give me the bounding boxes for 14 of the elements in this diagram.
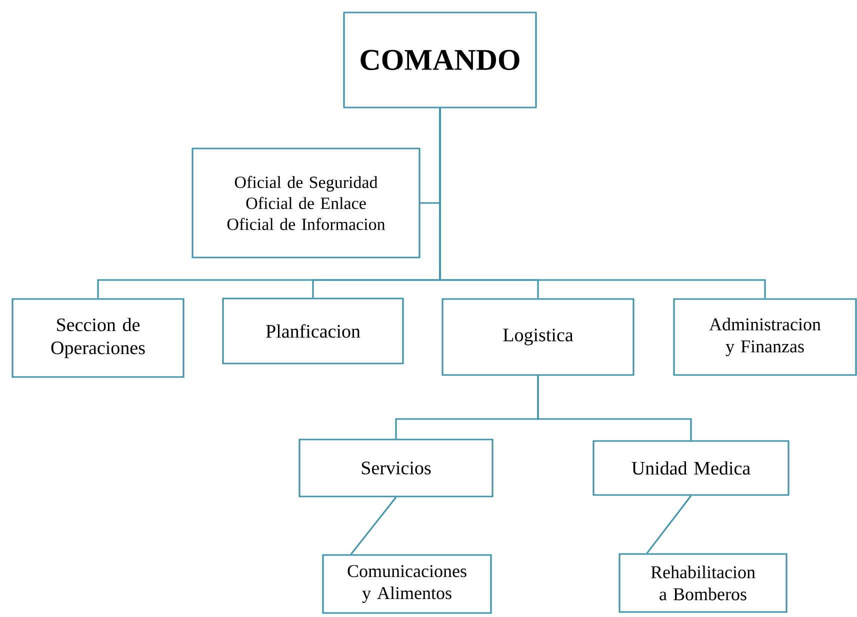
org-box: Seccion de Operaciones	[12, 298, 184, 378]
connector-line	[537, 376, 692, 440]
org-box: Oficial de Seguridad Oficial de Enlace Oficial de Informacion	[192, 148, 420, 258]
org-box: Servicios	[298, 438, 494, 498]
connector-line	[646, 495, 692, 554]
org-box: COMANDO	[343, 12, 537, 108]
org-box: Unidad Medica	[592, 440, 790, 496]
connector-line	[350, 496, 397, 555]
org-box: Administracion y Finanzas	[673, 298, 857, 376]
org-box: Logistica	[442, 298, 634, 376]
connector-line	[439, 108, 766, 298]
org-box: Rehabilitacion a Bomberos	[618, 553, 788, 613]
org-box: Comunicaciones y Alimentos	[322, 554, 492, 614]
org-box: Planficacion	[222, 298, 404, 364]
